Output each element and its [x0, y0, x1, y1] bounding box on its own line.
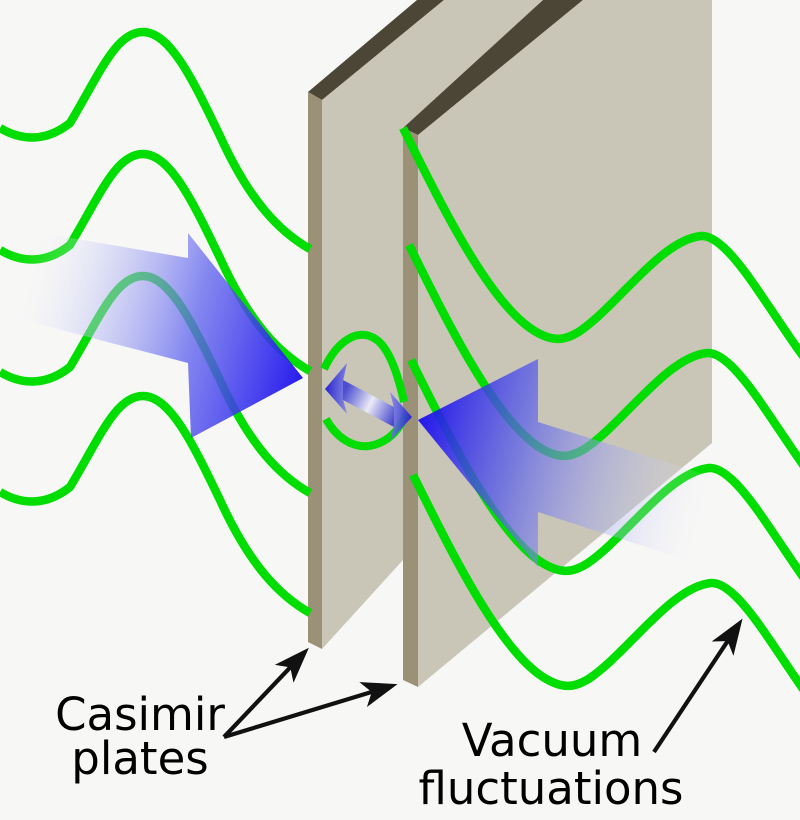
- casimir-plates-label-line2: plates: [71, 732, 208, 785]
- outward-pressure-arrow-shaft: [343, 380, 394, 427]
- vacuum-wave-right-4: [409, 473, 800, 693]
- vacuum-wave-right-1: [399, 126, 800, 359]
- outward-pressure-arrow-right-head: [390, 392, 412, 441]
- label-arrows-group: [222, 618, 743, 754]
- casimir-plates-label-line1: Casimir: [55, 688, 225, 741]
- right-plate-face: [418, 0, 712, 687]
- plates-label-arrow-upper: [222, 647, 309, 739]
- casimir-plates-group: [308, 0, 712, 687]
- left-plate-front-edge: [308, 92, 322, 649]
- right-plate-front-edge: [403, 128, 418, 687]
- vacuum-fluctuations-label-line1: Vacuum: [462, 714, 642, 767]
- labels-group: Casimir plates Vacuum fluctuations: [55, 688, 683, 815]
- force-arrows-group: [12, 228, 717, 570]
- right-plate-top-bevel: [403, 0, 583, 135]
- inward-force-arrow-right: [418, 359, 717, 570]
- vacuum-wave-left-1: [0, 27, 313, 253]
- outward-pressure-arrow-left-head: [325, 363, 347, 414]
- vacuum-wave-left-4: [0, 391, 313, 617]
- plates-label-arrow-lower: [223, 682, 398, 740]
- vacuum-fluctuations-label-line2: fluctuations: [419, 762, 684, 815]
- left-plate-face: [322, 0, 543, 649]
- inward-force-arrow-left: [12, 228, 303, 438]
- fluctuations-label-arrow: [652, 618, 743, 754]
- left-plate-top-bevel: [308, 0, 444, 100]
- standing-wave-between-plates-upper: [320, 330, 408, 403]
